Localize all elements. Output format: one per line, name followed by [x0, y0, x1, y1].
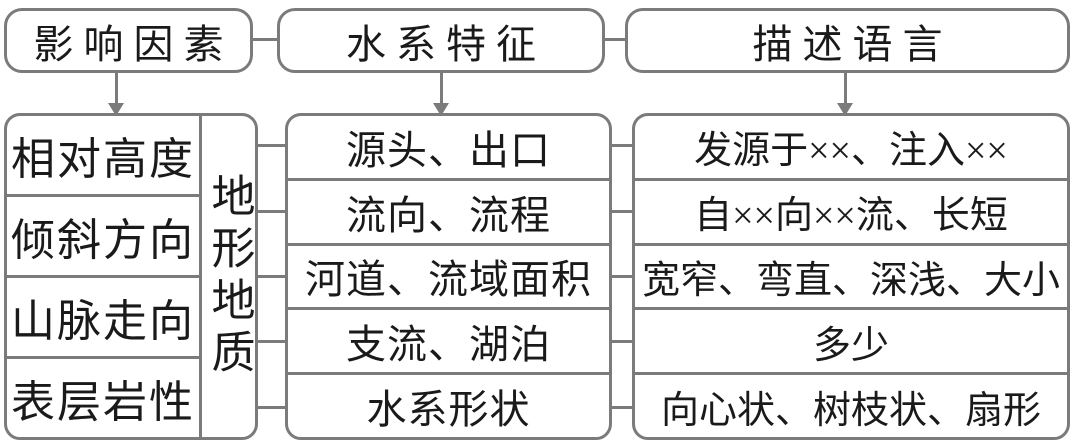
header-description-language: 描述语言 — [625, 8, 1070, 73]
influence-row: 相对高度 — [11, 135, 195, 184]
arrow-stem — [439, 73, 443, 103]
terrain-geology-group: 地形地质 — [199, 116, 255, 437]
arrow-head — [433, 103, 449, 116]
description-row: 多少 — [635, 307, 1067, 372]
arrow-head — [108, 103, 124, 116]
feature-row: 水系形状 — [288, 372, 609, 437]
influence-row: 山脉走向 — [7, 275, 199, 356]
connector-line — [255, 340, 287, 343]
connector-line — [255, 144, 287, 147]
header-influence-factors: 影响因素 — [4, 8, 253, 73]
connector-line — [610, 144, 634, 147]
connector-line — [251, 38, 279, 41]
influence-rows: 相对高度 倾斜方向 山脉走向 表层岩性 — [7, 116, 199, 437]
down-arrow-icon — [834, 73, 856, 117]
feature-row: 流向、流程 — [288, 177, 609, 243]
connector-line — [610, 210, 634, 213]
connector-line — [610, 406, 634, 409]
description-language-block: 发源于××、注入×× 自××向××流、长短 宽窄、弯直、深浅、大小 多少 向心状… — [632, 113, 1070, 440]
connector-line — [610, 340, 634, 343]
connector-line — [603, 38, 627, 41]
down-arrow-icon — [430, 73, 452, 117]
arrow-head — [837, 103, 853, 116]
feature-row: 支流、湖泊 — [288, 307, 609, 372]
connector-line — [610, 275, 634, 278]
down-arrow-icon — [105, 73, 127, 117]
influence-factors-block: 相对高度 倾斜方向 山脉走向 表层岩性 地形地质 — [4, 113, 258, 440]
description-row: 宽窄、弯直、深浅、大小 — [635, 242, 1067, 308]
arrow-stem — [114, 73, 118, 103]
connector-line — [255, 406, 287, 409]
influence-row: 表层岩性 — [7, 356, 199, 437]
description-row: 向心状、树枝状、扇形 — [635, 372, 1067, 437]
header-drainage-features: 水系特征 — [277, 8, 605, 73]
terrain-geology-label: 地形地质 — [204, 172, 254, 381]
description-row: 自××向××流、长短 — [635, 177, 1067, 243]
description-row: 发源于××、注入×× — [694, 130, 1008, 173]
connector-line — [255, 275, 287, 278]
feature-row: 河道、流域面积 — [288, 242, 609, 308]
drainage-features-block: 源头、出口 流向、流程 河道、流域面积 支流、湖泊 水系形状 — [285, 113, 612, 440]
arrow-stem — [843, 73, 847, 103]
feature-row: 源头、出口 — [346, 127, 551, 173]
influence-row: 倾斜方向 — [7, 194, 199, 275]
connector-line — [255, 210, 287, 213]
